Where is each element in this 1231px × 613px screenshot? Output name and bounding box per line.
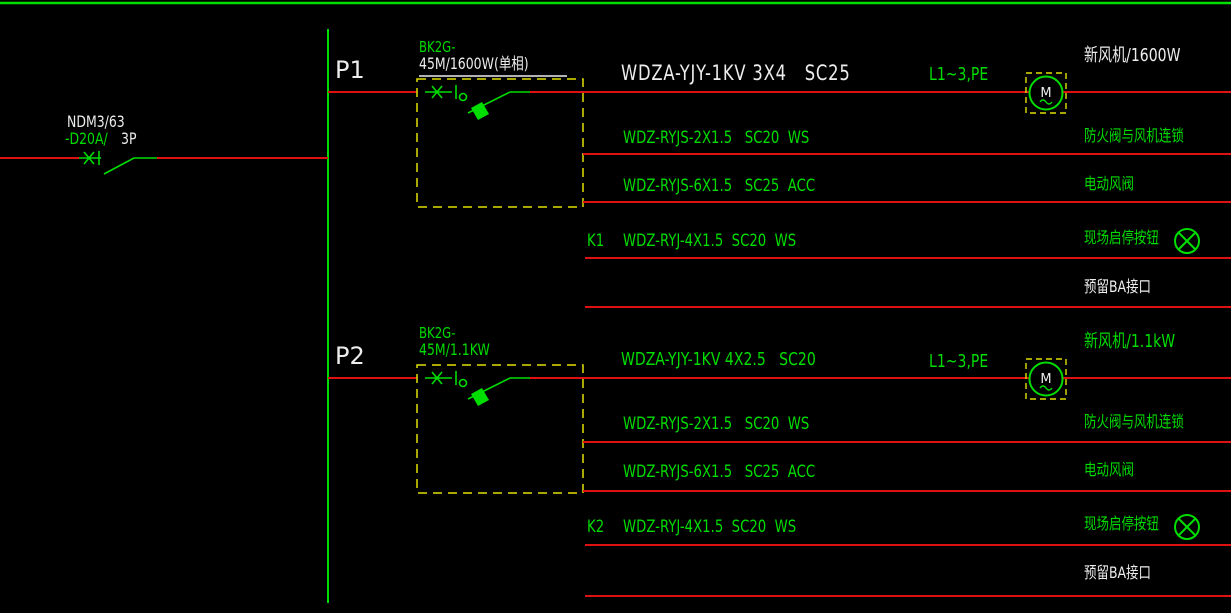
incoming-feeder <box>0 151 328 174</box>
p1-row3-cable: WDZ-RYJS-6X1.5 SC25 ACC <box>623 176 816 196</box>
p1-breaker-icon <box>425 85 530 120</box>
p1-k-label: K1 <box>587 231 605 251</box>
p1-row3-load: 电动风阀 <box>1084 174 1134 193</box>
p1-row1-load: 新风机/1600W <box>1084 45 1181 66</box>
p2-row3-load: 电动风阀 <box>1084 460 1134 479</box>
p1-row2-load: 防火阀与风机连锁 <box>1084 126 1184 145</box>
p2-row3-cable: WDZ-RYJS-6X1.5 SC25 ACC <box>623 462 816 482</box>
p1-row2-cable: WDZ-RYJS-2X1.5 SC20 WS <box>623 128 810 148</box>
incoming-breaker-trip: -D20A/ <box>65 129 108 148</box>
p2-row2-cable: WDZ-RYJS-2X1.5 SC20 WS <box>623 414 810 434</box>
circuit-p1-label: P1 <box>335 56 365 84</box>
incoming-breaker-poles: 3P <box>121 129 137 148</box>
p1-row1-cable: WDZA-YJY-1KV 3X4 SC25 <box>621 61 851 85</box>
circuit-p1-linework: M <box>328 73 1231 307</box>
p2-row4-cable: WDZ-RYJ-4X1.5 SC20 WS <box>623 517 797 537</box>
incoming-breaker-model: NDM3/63 <box>67 112 125 131</box>
p1-breaker-series: BK2G- <box>419 38 456 56</box>
p2-breaker-spec: 45M/1.1KW <box>419 340 490 359</box>
p1-breaker-spec: 45M/1600W(单相) <box>419 54 529 73</box>
p2-row4-load: 现场启停按钮 <box>1084 514 1159 533</box>
p1-start-stop-button-icon <box>1175 229 1199 253</box>
p1-breaker-box <box>417 79 583 207</box>
p2-motor-letter: M <box>1040 372 1051 387</box>
main-breaker-icon <box>79 151 157 174</box>
p2-k-label: K2 <box>587 517 605 537</box>
p2-breaker-icon <box>425 371 530 406</box>
p2-phase-label: L1~3,PE <box>929 351 989 372</box>
circuit-p2-label: P2 <box>335 342 365 370</box>
p2-row2-load: 防火阀与风机连锁 <box>1084 412 1184 431</box>
p2-row1-cable: WDZA-YJY-1KV 4X2.5 SC20 <box>621 349 816 370</box>
p2-row1-load: 新风机/1.1kW <box>1084 331 1176 352</box>
p2-row5-load: 预留BA接口 <box>1084 563 1152 582</box>
p1-phase-label: L1~3,PE <box>929 64 989 85</box>
circuit-p2-linework: M <box>328 359 1231 596</box>
p2-breaker-series: BK2G- <box>419 324 456 342</box>
p1-motor-letter: M <box>1040 86 1051 101</box>
p2-start-stop-button-icon <box>1175 515 1199 539</box>
p1-row5-load: 预留BA接口 <box>1084 277 1152 296</box>
p1-row4-cable: WDZ-RYJ-4X1.5 SC20 WS <box>623 231 797 251</box>
p2-breaker-box <box>417 365 583 493</box>
p1-row4-load: 现场启停按钮 <box>1084 228 1159 247</box>
p1-motor-icon: M <box>1026 73 1066 113</box>
p2-motor-icon: M <box>1026 359 1066 399</box>
